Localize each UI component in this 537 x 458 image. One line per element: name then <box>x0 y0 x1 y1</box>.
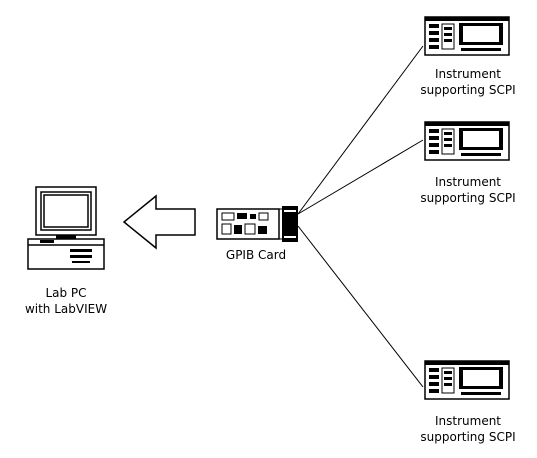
oscilloscope-instrument-icon-2 <box>424 121 510 161</box>
instrument-label-1-line1: Instrument <box>434 67 502 81</box>
pc-label-line2: with LabVIEW <box>24 302 108 316</box>
pc-label-line1: Lab PC <box>45 286 87 300</box>
connection-line-instrument-1 <box>297 45 424 215</box>
gpib-card-label: GPIB Card <box>206 247 306 263</box>
instrument-label-2-line2: supporting SCPI <box>420 191 516 205</box>
gpib-card-label-text: GPIB Card <box>225 248 287 262</box>
pc-label: Lab PC with LabVIEW <box>4 285 128 317</box>
connection-lines <box>297 45 424 388</box>
oscilloscope-instrument-icon-1 <box>424 16 510 56</box>
instrument-label-3-line1: Instrument <box>434 414 502 428</box>
instrument-label-1-line2: supporting SCPI <box>420 83 516 97</box>
desktop-computer-icon <box>27 186 105 270</box>
connection-line-instrument-2 <box>297 139 424 215</box>
instrument-label-1: Instrument supporting SCPI <box>398 66 537 98</box>
left-arrow-icon <box>122 194 196 250</box>
oscilloscope-instrument-icon-3 <box>424 360 510 400</box>
instrument-label-3: Instrument supporting SCPI <box>398 413 537 445</box>
connection-line-instrument-3 <box>297 225 424 388</box>
instrument-label-3-line2: supporting SCPI <box>420 430 516 444</box>
gpib-card-icon <box>216 206 298 242</box>
instrument-label-2-line1: Instrument <box>434 175 502 189</box>
instrument-label-2: Instrument supporting SCPI <box>398 174 537 206</box>
